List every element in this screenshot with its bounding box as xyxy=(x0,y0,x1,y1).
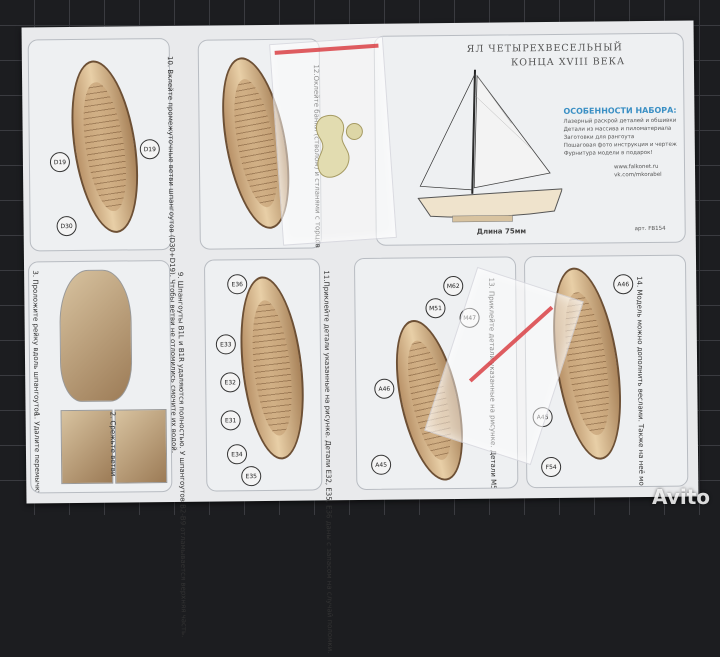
callout-label: M62 xyxy=(443,275,464,297)
side-step-text: 1. Удалите перемычку xyxy=(32,412,42,494)
callout-label: E32 xyxy=(220,372,241,393)
bag-zip-strip xyxy=(274,43,379,55)
callout-label: E31 xyxy=(220,410,241,431)
side-step-text: 2. Срежьте ветви xyxy=(108,411,118,477)
avito-watermark: Avito xyxy=(652,485,710,509)
callout-label: E33 xyxy=(215,334,236,355)
feature-item: Детали из массива и пиломатериала xyxy=(563,125,672,133)
photo-hull-frames xyxy=(59,269,133,403)
step-10-text: 10. Вклейте промежуточные ветви шпангоут… xyxy=(165,55,178,454)
callout-label: D19 xyxy=(139,139,160,160)
photo-detail xyxy=(114,409,168,484)
step-11-text: 11.Приклейте детали указанные на рисунке… xyxy=(322,270,335,654)
step-9-text: 9. Шпангоуты В1L и В1R удаляются полност… xyxy=(176,271,188,638)
plastic-parts-bag xyxy=(269,36,397,246)
vk-link: vk.com/mkorabel xyxy=(614,171,662,179)
callout-label: D19 xyxy=(49,152,71,173)
side-step-text: 3. Проложите рейку вдоль шпангоутов xyxy=(31,270,41,416)
panel-title-block: ЯЛ ЧЕТЫРЕХВЕСЕЛЬНЫЙ КОНЦА XVIII ВЕКА ОСО… xyxy=(373,32,686,246)
callout-label: F54 xyxy=(541,456,562,478)
panel-side-steps: 1. Удалите перемычку 2. Срежьте ветви 3.… xyxy=(27,259,173,494)
article-number: арт. FB154 xyxy=(634,225,666,233)
website-link: www.falkonet.ru xyxy=(613,163,659,171)
callout-label: A45 xyxy=(371,454,392,475)
instruction-sheet: D19 D19 D30 10. Вклейте промежуточные ве… xyxy=(21,20,699,654)
hull-illustration xyxy=(231,273,313,463)
callout-label: E34 xyxy=(226,444,248,465)
photo-detail xyxy=(60,409,114,485)
feature-item: Заготовки для рангоута xyxy=(563,134,635,141)
panel-step-10-hull: D19 D19 D30 xyxy=(27,37,172,252)
callout-label: M51 xyxy=(425,298,446,319)
callout-label: A46 xyxy=(374,378,395,399)
callout-label: E35 xyxy=(241,466,262,487)
brass-fittings xyxy=(315,114,363,178)
callout-label: A46 xyxy=(613,274,634,295)
page-title-line1: ЯЛ ЧЕТЫРЕХВЕСЕЛЬНЫЙ xyxy=(466,42,623,55)
length-label: Длина 75мм xyxy=(476,227,527,236)
feature-item: Пошаговая фото инструкция и чертеж xyxy=(563,141,677,149)
bag-zip-strip xyxy=(468,305,554,383)
callout-label: E36 xyxy=(227,274,248,295)
panel-step-11-details: E36 E33 E32 E31 E34 E35 xyxy=(203,258,323,492)
hull-illustration xyxy=(61,56,149,238)
feature-item: Фурнитура модели в подарок! xyxy=(563,149,653,157)
callout-label: D30 xyxy=(56,215,77,237)
sailboat-illustration xyxy=(417,69,563,223)
features-heading: ОСОБЕННОСТИ НАБОРА: xyxy=(563,105,677,116)
step-14-text: 14. Модель можно дополнить веслами. Такж… xyxy=(635,276,649,488)
